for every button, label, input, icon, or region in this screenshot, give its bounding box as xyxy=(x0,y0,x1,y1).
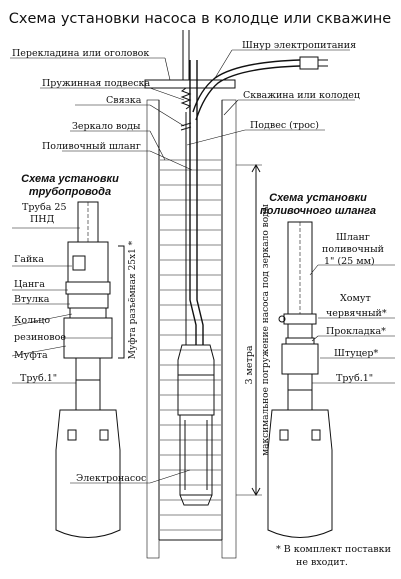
footnote-line1: * В комплект поставки xyxy=(276,544,391,555)
label-split-coupling: Муфта разъёмная 25x1 * xyxy=(128,240,138,359)
label-crossbar: Перекладина или оголовок xyxy=(12,48,149,59)
pump xyxy=(177,344,215,506)
label-hose-c: 1" (25 мм) xyxy=(324,256,375,267)
clamp xyxy=(283,313,317,325)
label-gasket: Прокладка* xyxy=(326,326,386,337)
label-ring-b: резиновое xyxy=(14,332,66,343)
label-ring: Кольцо xyxy=(14,315,50,326)
depth-arrow xyxy=(236,163,262,497)
center-leaders xyxy=(10,49,355,484)
footnote-line2: не входит. xyxy=(296,557,348,568)
label-nut: Гайка xyxy=(14,254,44,265)
hose xyxy=(189,60,197,345)
label-pipe25: Труба 25 xyxy=(22,202,67,213)
label-pump: Электронасос xyxy=(76,473,146,484)
gasket xyxy=(285,337,315,345)
fitting xyxy=(281,343,319,375)
depth-label: 3 метра xyxy=(244,345,255,384)
label-collet: Цанга xyxy=(14,279,45,290)
label-fitting: Штуцер* xyxy=(334,348,378,359)
label-water-mirror: Зеркало воды xyxy=(72,121,141,132)
label-coupling: Муфта xyxy=(14,350,48,361)
hose-leaders xyxy=(309,264,395,384)
pipeline-leaders xyxy=(11,227,80,384)
pipeline-title-2: трубопровода xyxy=(29,186,111,198)
label-clamp-a: Хомут xyxy=(340,293,371,304)
diagram-title: Схема установки насоса в колодце или скв… xyxy=(9,11,392,27)
sleeve xyxy=(67,293,109,309)
label-suspension: Подвес (трос) xyxy=(250,120,319,131)
label-pipe25-b: ПНД xyxy=(30,214,55,225)
label-hose-b: поливочный xyxy=(322,244,384,255)
well-section: 3 метра максимальное погружение насоса п… xyxy=(144,30,328,559)
label-power-cord: Шнур электропитания xyxy=(242,40,356,51)
label-hose: Поливочный шланг xyxy=(42,141,141,152)
label-pipe1-left: Труб.1" xyxy=(20,373,57,384)
pipeline-scheme: Схема установки трубопровода xyxy=(21,173,125,538)
plug-icon xyxy=(299,56,328,70)
hose-scheme: Схема установки поливочного шланга xyxy=(260,192,376,538)
collet xyxy=(65,281,111,295)
power-cord xyxy=(192,59,301,113)
label-spring: Пружинная подвеска xyxy=(42,78,150,89)
label-well: Скважина или колодец xyxy=(243,90,360,101)
spring xyxy=(180,87,192,110)
label-clamp-b: червячный* xyxy=(326,308,387,319)
ring xyxy=(69,307,107,319)
max-depth-label: максимальное погружение насоса под зерка… xyxy=(261,204,271,456)
label-pipe1-right: Труб.1" xyxy=(336,373,373,384)
label-tie: Связка xyxy=(106,95,142,106)
label-sleeve: Втулка xyxy=(14,294,50,305)
hose-title-1: Схема установки xyxy=(269,192,367,204)
pipeline-title-1: Схема установки xyxy=(21,173,119,185)
hose-title-2: поливочного шланга xyxy=(260,205,376,217)
nut xyxy=(67,241,109,283)
label-hose-a: Шланг xyxy=(336,232,370,243)
